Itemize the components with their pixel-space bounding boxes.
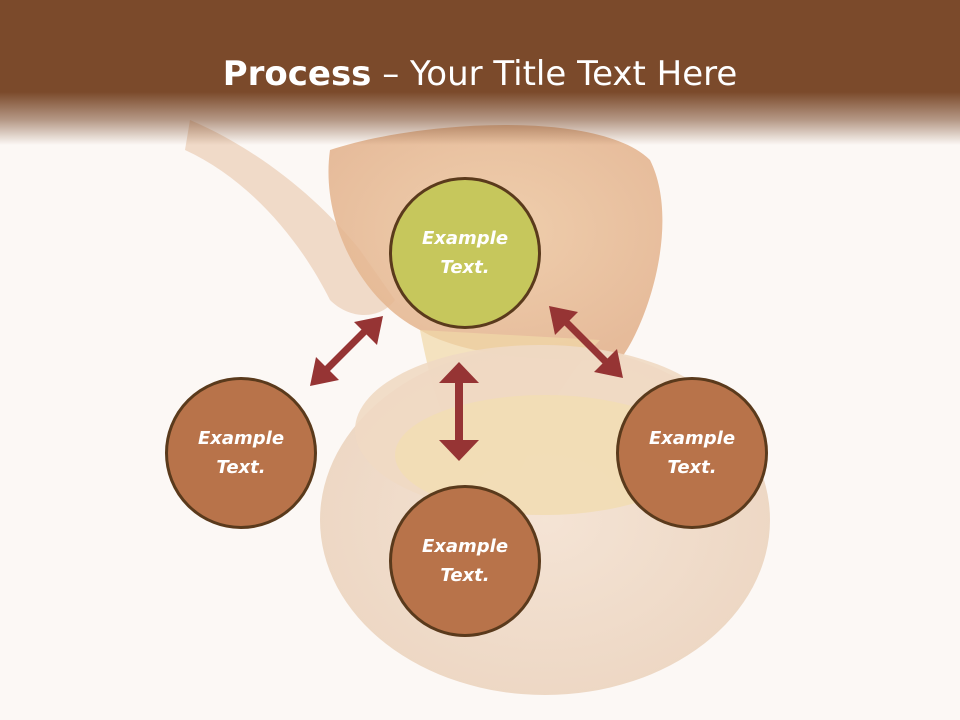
node-right-text: Example Text. [648,428,736,478]
node-bottom-text: Example Text. [421,536,509,586]
arrow-top-to-left [310,316,383,386]
title-bold-text: Process [222,54,372,94]
node-top-text: Example Text. [421,228,509,278]
slide-title: Process – Your Title Text Here [0,52,960,96]
node-left-text: Example Text. [197,428,285,478]
arrow-top-to-bottom [439,362,479,461]
node-bottom: Example Text. [389,485,541,637]
header-band [0,0,960,145]
node-top: Example Text. [389,177,541,329]
node-left: Example Text. [165,377,317,529]
title-rest-text: – Your Title Text Here [371,54,738,94]
node-right: Example Text. [616,377,768,529]
arrow-top-to-right [549,306,623,378]
